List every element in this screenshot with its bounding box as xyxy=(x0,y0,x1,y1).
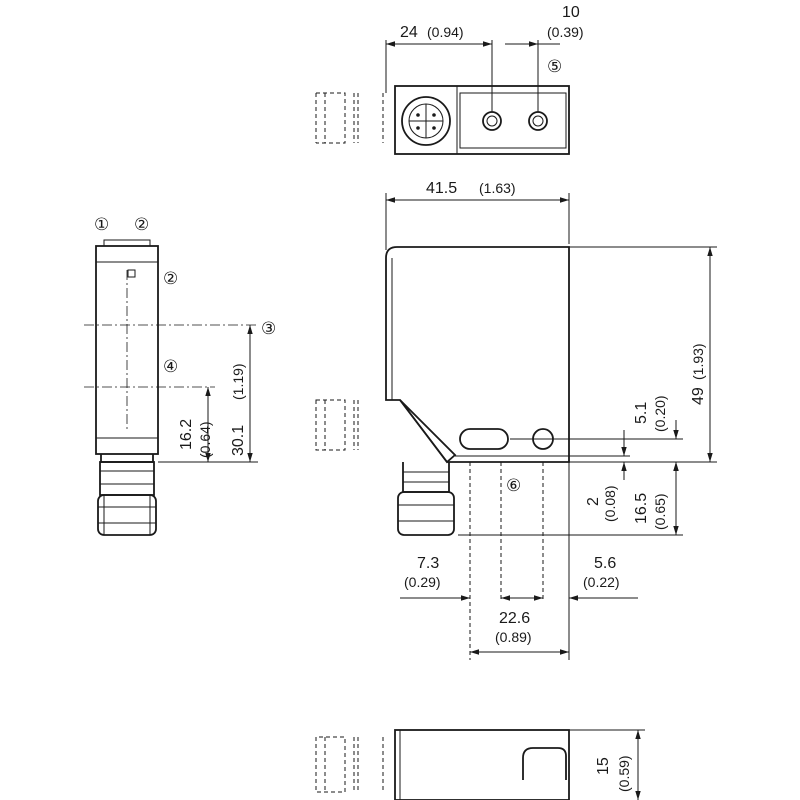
side-connector-body xyxy=(99,461,155,496)
bottom-housing xyxy=(394,729,570,800)
top-hole-right xyxy=(528,111,548,131)
top-connector-pin xyxy=(416,113,420,117)
dim-15-inch: (0.59) xyxy=(616,755,632,792)
dim-24-inch: (0.94) xyxy=(427,24,464,40)
dim-5-6-inch: (0.22) xyxy=(583,574,620,590)
front-cable-dashed xyxy=(315,399,359,451)
dim-16-2-value: 16.2 xyxy=(178,419,195,450)
dim-5-1-value: 5.1 xyxy=(633,402,650,424)
marker-6: ⑥ xyxy=(506,476,521,495)
top-connector-pin xyxy=(432,126,436,130)
top-hole-left-inner xyxy=(486,115,498,127)
dim-2-value: 2 xyxy=(585,497,602,506)
dim-7-3-value: 7.3 xyxy=(417,555,439,572)
front-connector-nut xyxy=(397,491,455,536)
dim-10-inch: (0.39) xyxy=(547,24,584,40)
side-connector-nut xyxy=(97,494,157,536)
dim-7-3-inch: (0.29) xyxy=(404,574,441,590)
marker-1: ① xyxy=(94,215,109,234)
front-connector-body xyxy=(402,462,450,493)
front-bracket xyxy=(399,399,457,464)
top-hole-left xyxy=(482,111,502,131)
dim-16-5-inch: (0.65) xyxy=(652,493,668,530)
top-cable-dashed-2 xyxy=(353,93,359,143)
side-top-cap xyxy=(103,239,151,247)
dim-2-inch: (0.08) xyxy=(602,485,618,522)
front-slot xyxy=(459,428,509,450)
dim-49-value: 49 xyxy=(690,387,707,405)
marker-2: ② xyxy=(163,269,178,288)
top-connector-pin xyxy=(432,113,436,117)
dim-22-6-value: 22.6 xyxy=(499,610,530,627)
top-hole-right-inner xyxy=(532,115,544,127)
marker-2-top: ② xyxy=(134,215,149,234)
side-view: ① ② 16.2 (0.64) 30.1 (1.19) ② ③ ④ xyxy=(84,215,276,536)
dim-41-5-value: 41.5 xyxy=(426,180,457,197)
front-base-plate xyxy=(447,455,570,463)
dim-22-6-inch: (0.89) xyxy=(495,629,532,645)
dim-10-value: 10 xyxy=(562,4,580,21)
top-connector-pin xyxy=(416,126,420,130)
dim-24-value: 24 xyxy=(400,24,418,41)
marker-4: ④ xyxy=(163,357,178,376)
dim-15-value: 15 xyxy=(595,757,612,775)
bottom-cable-dashed xyxy=(315,736,384,793)
dim-30-1-value: 30.1 xyxy=(230,425,247,456)
dim-30-1-inch: (1.19) xyxy=(230,363,246,400)
dim-41-5-inch: (1.63) xyxy=(479,180,516,196)
dim-16-5-value: 16.5 xyxy=(633,493,650,524)
top-housing xyxy=(394,85,570,155)
top-view: 24 (0.94) 10 (0.39) ⑤ xyxy=(315,4,584,155)
side-led xyxy=(127,269,136,278)
marker-5: ⑤ xyxy=(547,57,562,76)
marker-3: ③ xyxy=(261,319,276,338)
top-connector-outer xyxy=(401,96,451,146)
dim-5-6-value: 5.6 xyxy=(594,555,616,572)
bottom-view: 15 (0.59) xyxy=(315,729,645,800)
side-connector-neck xyxy=(100,454,154,463)
bottom-window xyxy=(522,747,567,780)
top-cable-dashed xyxy=(315,92,346,144)
dim-5-1-inch: (0.20) xyxy=(652,395,668,432)
dim-49-inch: (1.93) xyxy=(690,343,706,380)
top-mount-plate xyxy=(459,92,567,149)
front-view: 41.5 (1.63) 49 (1.93) 5.1 (0.20) 2 (0.08… xyxy=(315,180,717,660)
dim-16-2-inch: (0.64) xyxy=(197,421,213,458)
